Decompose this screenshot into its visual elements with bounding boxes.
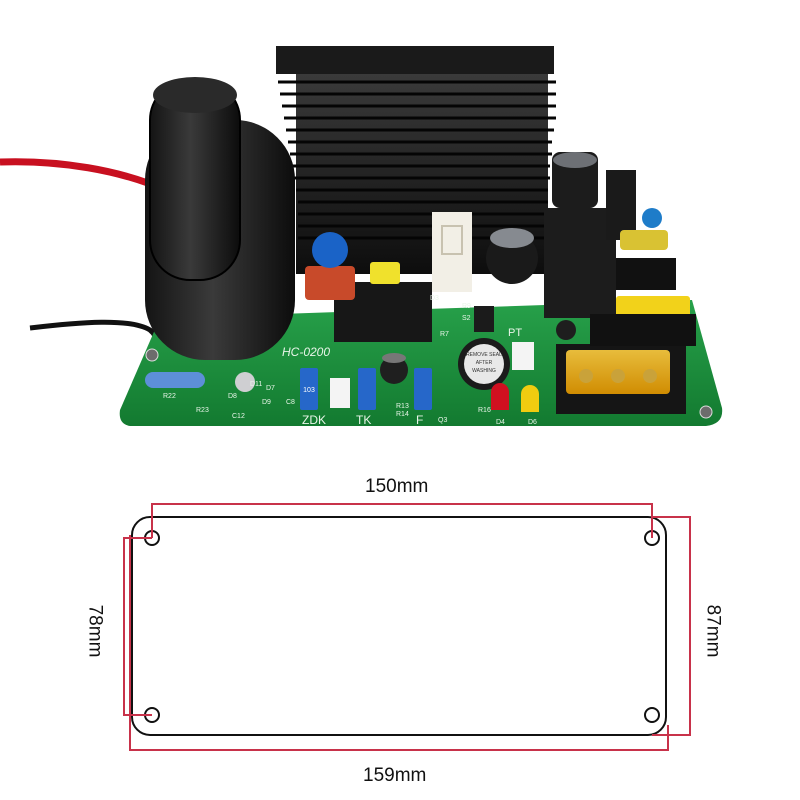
silkscreen-d9: D9 [262,399,271,406]
dim-line-bottom [129,535,669,751]
silkscreen-r13: R13 [396,403,409,410]
white-relay [432,212,472,292]
silkscreen-d6: D6 [528,419,537,426]
dim-line-right [652,516,691,736]
board-photo: REMOVE SEAL AFTER WASHING HC-0200 ZDK TK… [0,46,723,427]
silkscreen-f: F [416,413,423,427]
dim-line-left [123,537,152,716]
dim-right-label: 87mm [702,604,724,658]
silkscreen-d7: D7 [266,385,275,392]
silkscreen-r16: R16 [478,407,491,414]
silkscreen-r22: R22 [163,393,176,400]
dim-bottom-label: 159mm [363,765,427,786]
board-model-label: HC-0200 [282,345,330,359]
silkscreen-d4: D4 [496,419,505,426]
silkscreen-q3: Q3 [438,417,447,424]
dim-line-top [151,503,653,538]
hv-transformer [145,77,295,360]
svg-text:AFTER: AFTER [476,360,493,366]
svg-text:WASHING: WASHING [472,368,496,374]
terminal-block [556,314,696,414]
power-block [544,208,616,318]
silkscreen-s2: S2 [462,315,471,322]
silkscreen-r14: R14 [396,411,409,418]
dimension-drawing [123,503,691,751]
silkscreen-r7: R7 [440,331,449,338]
black-wire [29,319,161,359]
silkscreen-c12: C12 [232,413,245,420]
silkscreen-d11: D11 [250,381,262,388]
mount-hole [644,707,660,723]
red-cap [305,266,355,300]
silkscreen-r23: R23 [196,407,209,414]
silkscreen-c8: C8 [286,399,295,406]
trimmer-label: 103 [303,387,315,394]
silkscreen-d3: D3 [430,295,439,302]
svg-text:REMOVE SEAL: REMOVE SEAL [466,352,502,358]
silkscreen-pt: PT [508,327,522,339]
silkscreen-d8: D8 [228,393,237,400]
silkscreen-tk: TK [356,413,371,427]
dim-left-label: 78mm [84,604,106,658]
board-outline [131,516,667,736]
dim-top-label: 150mm [365,476,429,497]
silkscreen-r9: R9 [462,303,471,310]
silkscreen-zdk: ZDK [302,413,326,427]
